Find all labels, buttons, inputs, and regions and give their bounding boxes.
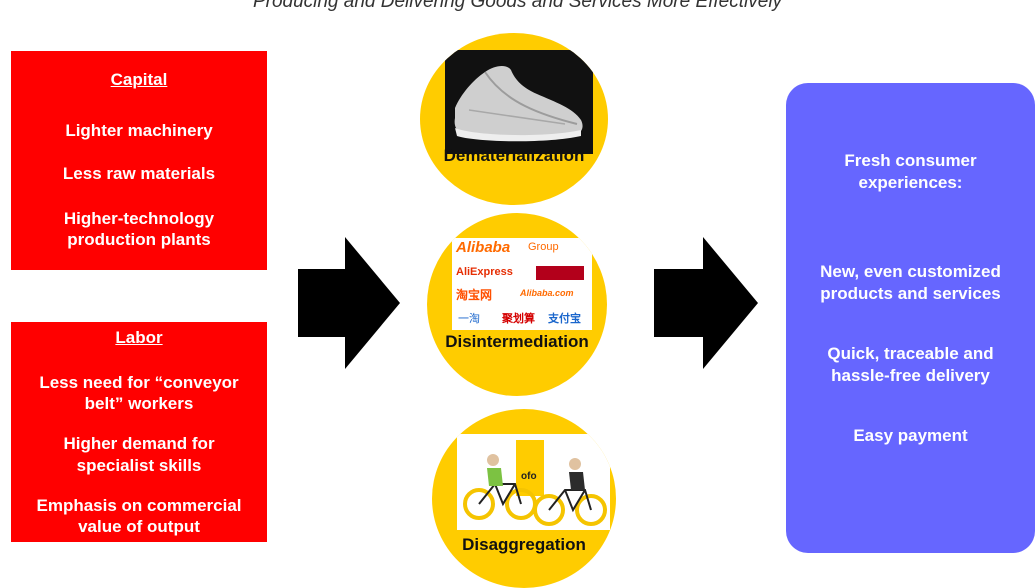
outcomes-header: Fresh consumer: [844, 151, 977, 170]
alipay-logo: 支付宝: [548, 313, 581, 325]
capital-item: Less raw materials: [62, 164, 216, 183]
capital-box: Capital Lighter machinery Less raw mater…: [11, 51, 267, 270]
logos-panel: Alibaba Group AliExpress 淘宝网 Alibaba.com…: [452, 238, 592, 330]
ofo-sign-label: ofo: [521, 471, 537, 482]
dematerialization-label: Dematerialization: [443, 146, 585, 165]
taobao-logo: 淘宝网: [456, 288, 493, 302]
diagram-title: Producing and Delivering Goods and Servi…: [252, 0, 783, 12]
labor-item: Higher demand for: [63, 434, 215, 453]
labor-item: Less need for “conveyor: [39, 373, 239, 392]
tmall-logo: [536, 266, 584, 280]
outcome-item: hassle-free delivery: [831, 366, 990, 385]
alibaba-group-label: Group: [528, 241, 559, 253]
labor-item: Emphasis on commercial: [36, 496, 242, 515]
consumer-experiences-box: Fresh consumer experiences: New, even cu…: [786, 83, 1035, 553]
disaggregation-circle: ofo Disaggregation: [432, 409, 616, 588]
aliexpress-logo: AliExpress: [456, 266, 513, 278]
disintermediation-circle: Alibaba Group AliExpress 淘宝网 Alibaba.com…: [427, 213, 607, 396]
capital-heading: Capital: [110, 70, 168, 89]
alibaba-com-logo: Alibaba.com: [520, 288, 574, 298]
capital-item: Lighter machinery: [65, 121, 213, 140]
bike-sharing-image: [457, 434, 610, 530]
outcomes-header: experiences:: [858, 173, 963, 192]
outcome-item: New, even customized: [820, 262, 1001, 281]
alibaba-logo: Alibaba: [456, 239, 511, 256]
capital-item: production plants: [67, 230, 211, 249]
left-arrow: [298, 237, 400, 369]
labor-item: belt” workers: [84, 394, 194, 413]
juhuasuan-logo: 聚划算: [502, 313, 535, 325]
disaggregation-label: Disaggregation: [462, 535, 586, 554]
outcome-item: Easy payment: [853, 426, 968, 445]
labor-box: Labor Less need for “conveyor belt” work…: [11, 322, 267, 542]
outcome-item: products and services: [820, 284, 1001, 303]
dematerialization-circle: Dematerialization: [420, 33, 608, 205]
labor-heading: Labor: [115, 328, 163, 347]
labor-item: specialist skills: [76, 456, 202, 475]
labor-item: value of output: [78, 517, 200, 536]
shoe-image: [445, 50, 593, 154]
outcome-item: Quick, traceable and: [827, 344, 994, 363]
capital-item: Higher-technology: [63, 209, 215, 228]
disintermediation-label: Disintermediation: [445, 332, 589, 351]
right-arrow: [654, 237, 758, 369]
yitao-logo: 一淘: [458, 313, 480, 325]
